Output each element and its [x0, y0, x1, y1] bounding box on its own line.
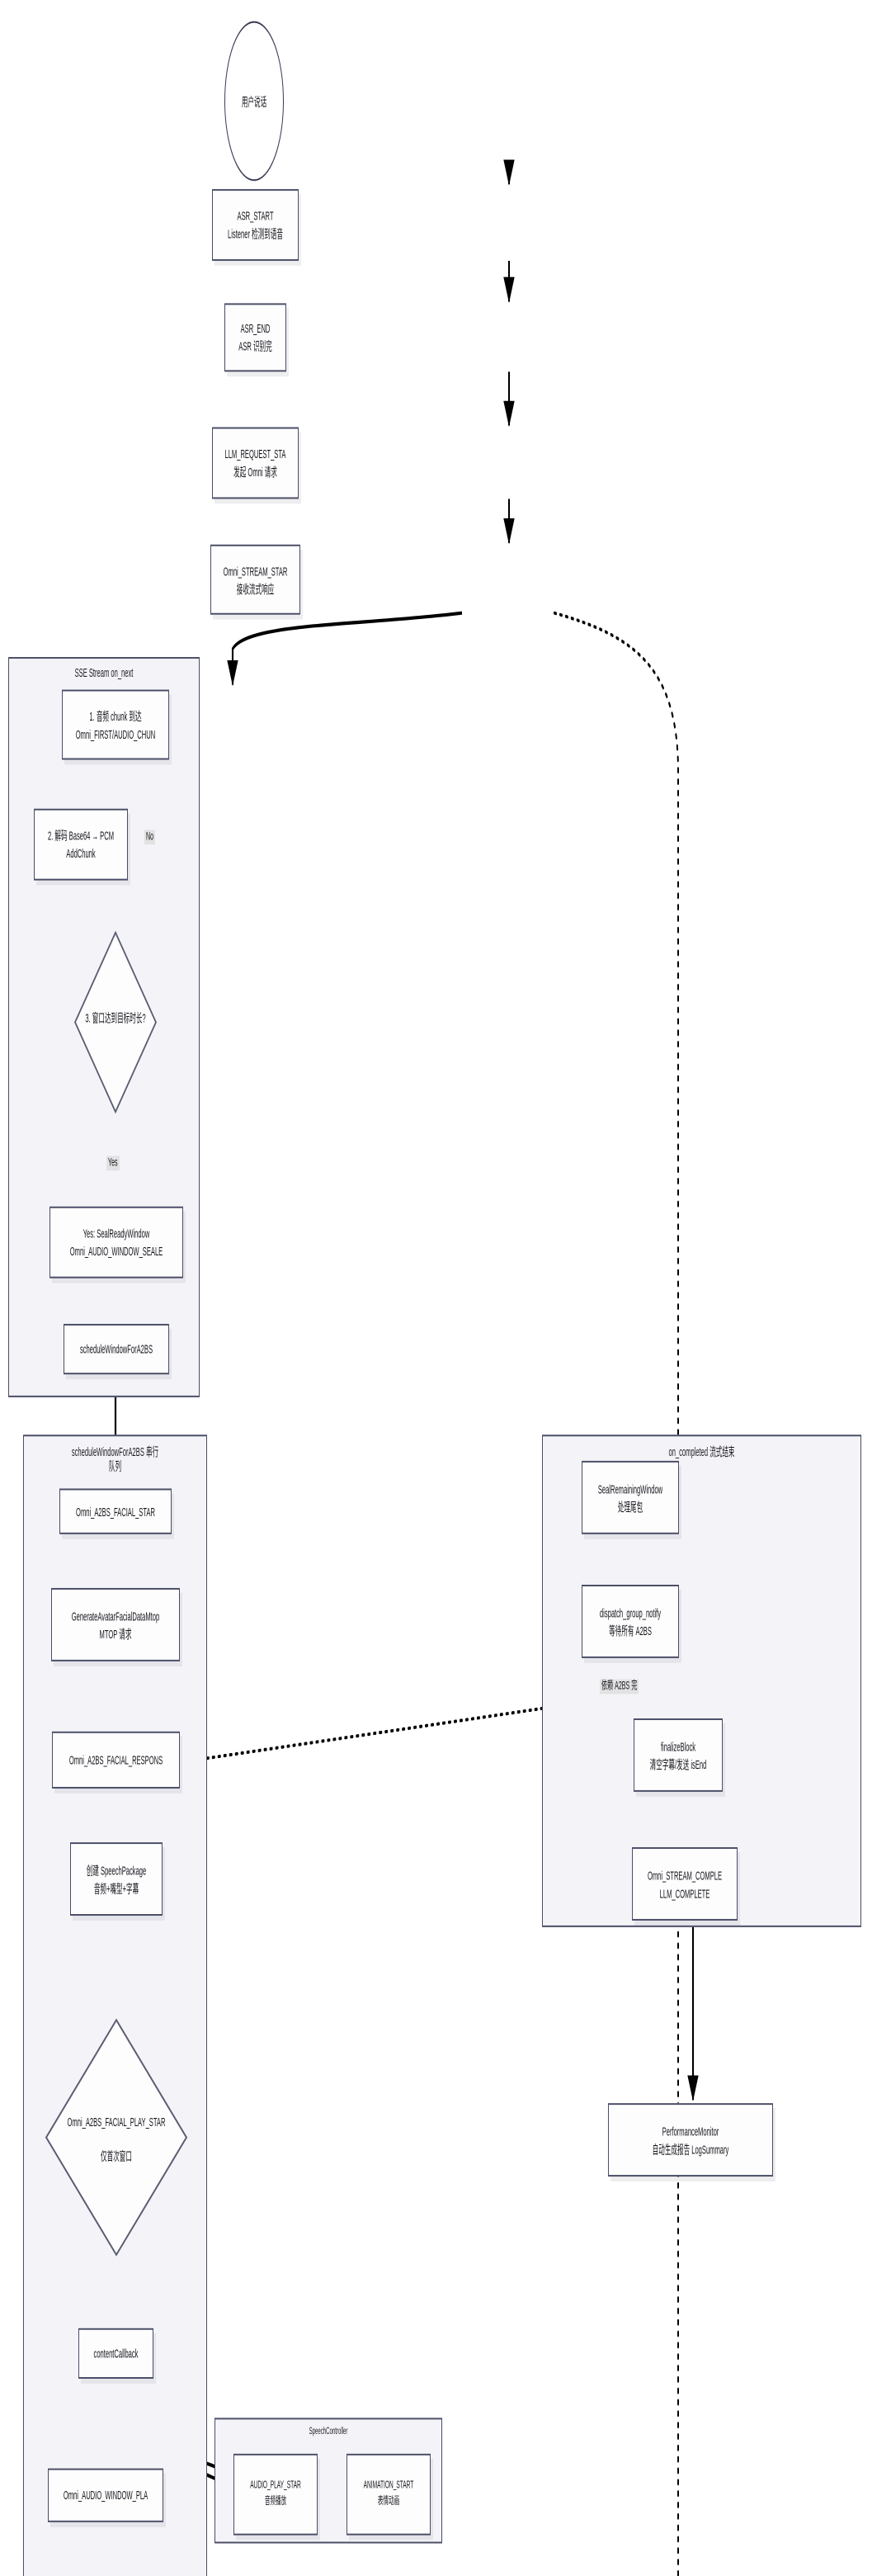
node-dispatch-group-notify[interactable]: dispatch_group_notify 等待所有 A2BS	[582, 1585, 679, 1658]
node-line-2: 接收流式响应	[236, 581, 275, 596]
node-line-2: ASR 识别完	[238, 338, 272, 354]
node-finalize-block[interactable]: finalizeBlock 清空字幕/发送 isEnd	[634, 1718, 723, 1792]
node-asr-start[interactable]: ASR_START Listener 检测到语音	[212, 189, 299, 262]
start-node[interactable]: 用户说话	[224, 21, 284, 182]
node-content-callback[interactable]: contentCallback	[78, 2328, 153, 2379]
node-line-1: Omni_STREAM_COMPLE	[647, 1867, 723, 1883]
node-line-1: LLM_REQUEST_STA	[224, 447, 286, 462]
node-line-1: GenerateAvatarFacialDataMtop	[71, 1608, 160, 1624]
node-seal-remaining-window[interactable]: SealRemainingWindow 处理尾包	[582, 1460, 679, 1534]
node-line-2: MTOP 请求	[99, 1626, 132, 1642]
node-window-duration-decision[interactable]: 3. 窗口达到目标时长?	[73, 930, 158, 1114]
node-line-1: ANIMATION_START	[363, 2480, 414, 2493]
cluster-on-completed-title: on_completed 流式结束	[668, 1444, 735, 1459]
node-omni-stream-complete[interactable]: Omni_STREAM_COMPLE LLM_COMPLETE	[632, 1847, 738, 1921]
node-line-1: 3. 窗口达到目标时长?	[85, 1010, 146, 1026]
edge-label-depends-a2bs: 依赖 A2BS 完	[600, 1679, 639, 1694]
node-line-1: Yes: SealReadyWindow	[82, 1226, 150, 1241]
node-line-1: Omni_A2BS_FACIAL_RESPONS	[68, 1752, 163, 1768]
node-line-1: Omni_STREAM_STAR	[223, 563, 288, 579]
node-audio-chunk-arrived[interactable]: 1. 音频 chunk 到达 Omni_FIRST/AUDIO_CHUN	[62, 689, 169, 760]
node-animation-start[interactable]: ANIMATION_START 表情动画	[346, 2453, 431, 2536]
node-line-1: finalizeBlock	[660, 1738, 696, 1754]
node-seal-ready-window[interactable]: Yes: SealReadyWindow Omni_AUDIO_WINDOW_S…	[50, 1206, 183, 1279]
node-audio-play-start[interactable]: AUDIO_PLAY_STAR 音频播放	[233, 2453, 318, 2536]
node-line-2: 表情动画	[377, 2496, 400, 2508]
node-line-2: 清空字幕/发送 isEnd	[649, 1756, 707, 1772]
node-line-1: Omni_A2BS_FACIAL_PLAY_STAR	[67, 2114, 166, 2129]
node-a2bs-facial-start[interactable]: Omni_A2BS_FACIAL_STAR	[59, 1488, 172, 1534]
node-line-1: 创建 SpeechPackage	[86, 1862, 147, 1878]
node-line-2: 处理尾包	[617, 1499, 644, 1515]
node-line-1: PerformanceMonitor	[662, 2123, 719, 2139]
node-line-1: scheduleWindowForA2BS	[79, 1341, 153, 1357]
node-line-2: Omni_FIRST/AUDIO_CHUN	[75, 726, 156, 741]
node-line-2: AddChunk	[66, 846, 96, 861]
cluster-speech-controller-title: SpeechController	[309, 2427, 348, 2438]
node-line-2: 音频+嘴型+字幕	[93, 1880, 139, 1896]
node-line-2: Omni_AUDIO_WINDOW_SEALE	[69, 1244, 163, 1259]
node-generate-avatar-facial-data-mtop[interactable]: GenerateAvatarFacialDataMtop MTOP 请求	[51, 1587, 180, 1661]
node-line-2: Listener 检测到语音	[228, 226, 283, 242]
cluster-title-line-2: 队列	[108, 1459, 122, 1475]
node-a2bs-facial-play-start[interactable]: Omni_A2BS_FACIAL_PLAY_STAR 仅首次窗口	[45, 2018, 188, 2257]
node-decode-base64-pcm[interactable]: 2. 解码 Base64 → PCM AddChunk	[34, 808, 128, 881]
node-line-1: ASR_START	[237, 208, 274, 224]
node-a2bs-facial-response[interactable]: Omni_A2BS_FACIAL_RESPONS	[52, 1731, 180, 1789]
node-line-1: 1. 音频 chunk 到达	[89, 708, 142, 724]
node-line-2: 发起 Omni 请求	[233, 464, 277, 480]
node-line-1: contentCallback	[93, 2346, 139, 2361]
cluster-title-line-1: scheduleWindowForA2BS 串行	[71, 1444, 159, 1459]
node-omni-audio-window-play[interactable]: Omni_AUDIO_WINDOW_PLA	[48, 2468, 163, 2522]
node-line-2: 等待所有 A2BS	[609, 1623, 652, 1638]
node-line-1: SealRemainingWindow	[597, 1481, 663, 1496]
node-line-1: Omni_A2BS_FACIAL_STAR	[76, 1504, 155, 1520]
edge-label-yes: Yes	[106, 1156, 120, 1171]
node-performance-monitor[interactable]: PerformanceMonitor 自动生成报告 LogSummary	[608, 2103, 773, 2177]
node-create-speech-package[interactable]: 创建 SpeechPackage 音频+嘴型+字幕	[70, 1842, 163, 1916]
node-line-1: 2. 解码 Base64 → PCM	[47, 828, 115, 844]
node-llm-request-start[interactable]: LLM_REQUEST_STA 发起 Omni 请求	[212, 427, 299, 499]
cluster-sse-stream-title: SSE Stream on_next	[74, 664, 134, 680]
node-schedule-window-for-a2bs[interactable]: scheduleWindowForA2BS	[64, 1323, 169, 1375]
node-line-2: 音频播放	[264, 2496, 287, 2508]
node-line-1: dispatch_group_notify	[599, 1605, 662, 1620]
node-line-1: Omni_AUDIO_WINDOW_PLA	[63, 2488, 148, 2503]
node-line-1: ASR_END	[240, 321, 271, 336]
cluster-schedule-a2bs-title: scheduleWindowForA2BS 串行 队列	[23, 1444, 207, 1475]
node-asr-end[interactable]: ASR_END ASR 识别完	[224, 303, 286, 372]
node-line-2: 自动生成报告 LogSummary	[652, 2141, 729, 2157]
node-line-2: LLM_COMPLETE	[659, 1885, 710, 1901]
edge-label-no: No	[144, 830, 156, 845]
node-omni-stream-start[interactable]: Omni_STREAM_STAR 接收流式响应	[210, 544, 300, 615]
node-line-2: 仅首次窗口	[101, 2148, 132, 2164]
node-line-1: AUDIO_PLAY_STAR	[250, 2480, 301, 2493]
start-label: 用户说话	[241, 93, 267, 109]
